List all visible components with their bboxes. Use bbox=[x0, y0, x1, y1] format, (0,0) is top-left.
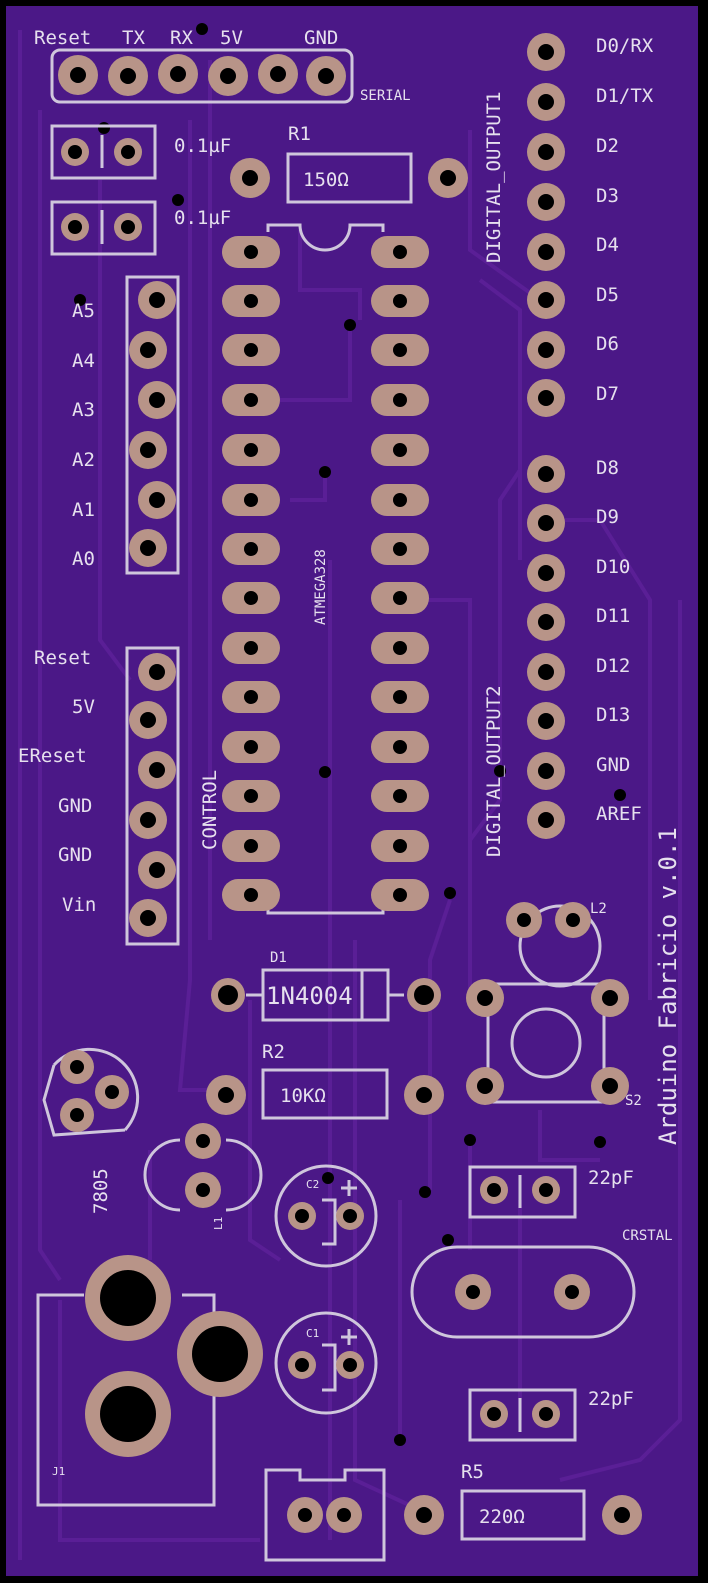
capacitor-top-2-value: 0.1µF bbox=[174, 207, 231, 229]
crystal-label: CRSTAL bbox=[622, 1228, 673, 1244]
power-pin-gnd-2: GND bbox=[58, 844, 92, 866]
power-pin-5v: 5V bbox=[72, 696, 95, 718]
capacitor-22pf-2: 22pF bbox=[468, 1388, 634, 1442]
resistor-r2-value: 10KΩ bbox=[280, 1085, 326, 1107]
capacitor-c1: C1 bbox=[274, 1311, 378, 1415]
led-l2: L2 bbox=[506, 901, 607, 988]
dc-jack-j1: J1 bbox=[36, 1255, 263, 1507]
analog-pin-a3: A3 bbox=[72, 399, 95, 421]
resistor-r1-value: 150Ω bbox=[303, 169, 349, 191]
serial-pin-tx: TX bbox=[122, 27, 145, 49]
digital-pin-d0: D0/RX bbox=[596, 35, 654, 57]
resistor-r5-value: 220Ω bbox=[479, 1506, 525, 1528]
digital-output2: DIGITAL_OUTPUT2 D8 D9 D10 D11 D12 D13 GN… bbox=[483, 455, 642, 857]
board-substrate bbox=[6, 6, 698, 1576]
capacitor-22pf-1: 22pF bbox=[468, 1165, 634, 1219]
serial-pin-reset: Reset bbox=[34, 27, 91, 49]
resistor-r1-name: R1 bbox=[288, 123, 311, 145]
inductor-label: L1 bbox=[212, 1217, 225, 1230]
regulator-label: 7805 bbox=[90, 1168, 112, 1214]
analog-pin-a2: A2 bbox=[72, 449, 95, 471]
reset-switch: S2 bbox=[466, 979, 642, 1109]
power-connector bbox=[264, 1468, 386, 1562]
reset-switch-label: S2 bbox=[625, 1093, 642, 1109]
control-label: CONTROL bbox=[199, 770, 221, 850]
resistor-r1: R1 150Ω bbox=[230, 123, 468, 204]
capacitor-c2-label: C2 bbox=[306, 1178, 319, 1191]
capacitor-top-1: 0.1µF bbox=[50, 124, 231, 180]
analog-header: A5 A4 A3 A2 A1 A0 bbox=[72, 275, 180, 575]
capacitor-top-1-value: 0.1µF bbox=[174, 135, 231, 157]
dc-jack-label: J1 bbox=[52, 1465, 65, 1478]
digital-pin-d13: D13 bbox=[596, 704, 630, 726]
analog-pin-a1: A1 bbox=[72, 499, 95, 521]
resistor-r2-name: R2 bbox=[262, 1041, 285, 1063]
serial-pin-gnd: GND bbox=[304, 27, 338, 49]
resistor-r2: R2 10KΩ bbox=[206, 1041, 444, 1120]
digital-pin-d8: D8 bbox=[596, 457, 619, 479]
digital-output2-label: DIGITAL_OUTPUT2 bbox=[483, 685, 505, 857]
digital-pin-d4: D4 bbox=[596, 234, 619, 256]
vias bbox=[74, 23, 626, 1446]
power-pin-gnd-1: GND bbox=[58, 795, 92, 817]
inductor-l1: L1 bbox=[143, 1123, 263, 1230]
resistor-r5: R5 220Ω bbox=[404, 1461, 642, 1541]
power-header: Reset 5V EReset GND GND Vin CONTROL bbox=[18, 646, 221, 946]
led-l2-label: L2 bbox=[590, 901, 607, 917]
board-title: Arduino Fabricio v.0.1 bbox=[654, 827, 682, 1145]
digital-pin-d12: D12 bbox=[596, 655, 630, 677]
digital-pin-d10: D10 bbox=[596, 556, 630, 578]
digital-pin-d3: D3 bbox=[596, 185, 619, 207]
digital-pin-gnd: GND bbox=[596, 754, 630, 776]
capacitor-c1-label: C1 bbox=[306, 1327, 319, 1340]
serial-header: Reset TX RX 5V GND SERIAL bbox=[34, 27, 411, 104]
capacitor-22pf-1-value: 22pF bbox=[588, 1167, 634, 1189]
regulator-7805: 7805 bbox=[42, 1047, 140, 1214]
serial-pin-rx: RX bbox=[170, 27, 193, 49]
atmega-chip-label: ATMEGA328 bbox=[313, 549, 329, 625]
capacitor-top-2: 0.1µF bbox=[50, 200, 231, 256]
power-pin-ereset: EReset bbox=[18, 745, 87, 767]
diode-d1-name: D1 bbox=[270, 950, 287, 966]
digital-pin-d11: D11 bbox=[596, 605, 630, 627]
atmega-pads-left bbox=[222, 236, 280, 911]
crystal: CRSTAL bbox=[410, 1228, 673, 1339]
power-pin-vin: Vin bbox=[62, 894, 96, 916]
analog-pin-a5: A5 bbox=[72, 300, 95, 322]
digital-output1: DIGITAL_OUTPUT1 D0/RX D1/TX D2 D3 D4 D5 … bbox=[483, 33, 654, 417]
atmega-pads-right bbox=[371, 236, 429, 911]
power-pin-reset: Reset bbox=[34, 647, 91, 669]
digital-pin-aref: AREF bbox=[596, 803, 642, 825]
traces bbox=[18, 30, 682, 1560]
digital-pin-d7: D7 bbox=[596, 383, 619, 405]
capacitor-c2: C2 bbox=[274, 1164, 378, 1268]
digital-output1-label: DIGITAL_OUTPUT1 bbox=[483, 91, 505, 263]
digital-pin-d2: D2 bbox=[596, 135, 619, 157]
analog-pin-a0: A0 bbox=[72, 548, 95, 570]
diode-d1: D1 1N4004 bbox=[211, 950, 441, 1022]
resistor-r5-name: R5 bbox=[461, 1461, 484, 1483]
digital-pin-d1: D1/TX bbox=[596, 85, 654, 107]
analog-pin-a4: A4 bbox=[72, 350, 95, 372]
digital-pin-d6: D6 bbox=[596, 333, 619, 355]
serial-label: SERIAL bbox=[360, 88, 411, 104]
serial-pin-5v: 5V bbox=[220, 27, 243, 49]
digital-pin-d5: D5 bbox=[596, 284, 619, 306]
digital-pin-d9: D9 bbox=[596, 506, 619, 528]
capacitor-22pf-2-value: 22pF bbox=[588, 1388, 634, 1410]
diode-d1-value: 1N4004 bbox=[266, 982, 353, 1010]
